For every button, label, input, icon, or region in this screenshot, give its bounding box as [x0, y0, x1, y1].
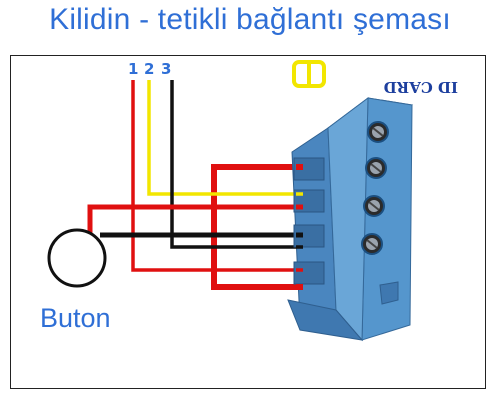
wire-number-3: 3 [161, 60, 171, 78]
wire-2-yellow [147, 80, 303, 196]
wire-number-2: 2 [144, 60, 154, 78]
red-loop-wire [211, 164, 303, 290]
terminal-block-icon [287, 96, 414, 342]
screw-hole-3 [363, 195, 385, 217]
id-card-label: ID CARD [384, 78, 458, 96]
wire-3-black [170, 80, 303, 249]
wire-1-red [131, 80, 303, 272]
wire-number-1: 1 [128, 60, 138, 78]
button-red-wire [87, 204, 303, 238]
push-button-icon [47, 228, 107, 288]
button-label: Buton [40, 303, 111, 333]
screw-hole-2 [365, 157, 387, 179]
diagram-frame [10, 55, 486, 389]
screw-hole-4 [361, 233, 383, 255]
screw-hole-1 [367, 121, 389, 143]
page-title: Kilidin - tetikli bağlantı şeması [49, 3, 451, 36]
card-icon [292, 60, 326, 88]
